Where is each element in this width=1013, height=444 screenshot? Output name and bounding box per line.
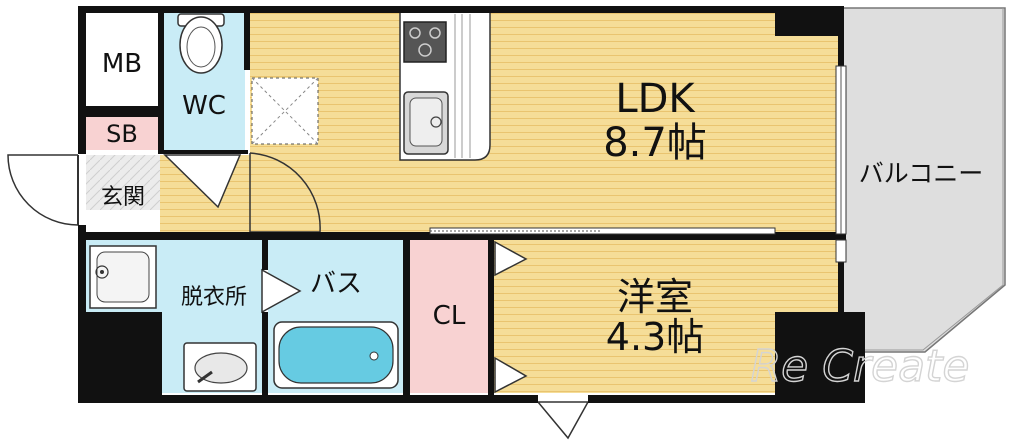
bottom-window-swing (536, 401, 590, 440)
sb-label: SB (106, 120, 138, 148)
kitchen-counter (399, 11, 491, 161)
closet-floor (410, 240, 488, 393)
bath-label: バス (310, 269, 362, 299)
western-room-name-label: 洋室 (617, 275, 693, 319)
ldk-size-label: 8.7帖 (603, 120, 707, 166)
watermark: Re Create (751, 341, 970, 392)
dressing-label: 脱衣所 (181, 285, 247, 310)
western-room-size-label: 4.3帖 (606, 315, 704, 359)
mb-label: MB (102, 49, 142, 79)
kitchen-sink-icon (403, 91, 449, 155)
sliding-door (429, 227, 776, 235)
fridge-space-icon (251, 77, 319, 145)
sb-box (86, 117, 158, 150)
wc-label: WC (182, 91, 226, 121)
ldk-door-swing (249, 152, 321, 233)
stove-icon (403, 21, 447, 63)
balcony-label: バルコニー (859, 159, 984, 188)
washing-machine-icon (89, 245, 157, 309)
closet-door-top (494, 240, 528, 277)
mb-box (86, 12, 158, 107)
entrance-label: 玄関 (101, 185, 145, 210)
entrance-floor (86, 155, 160, 210)
bath-door-swing (261, 268, 302, 314)
wash-basin-icon (183, 342, 257, 392)
walls (78, 6, 865, 403)
balcony-window (835, 65, 847, 263)
closet-label: CL (433, 301, 466, 331)
entrance-door-swing (7, 154, 79, 226)
bathtub-icon (273, 321, 399, 389)
toilet-icon (177, 13, 225, 74)
wc-door-swing (163, 154, 242, 209)
closet-door-bottom (494, 356, 528, 394)
ldk-name-label: LDK (615, 76, 696, 122)
ldk-floor (250, 12, 840, 233)
